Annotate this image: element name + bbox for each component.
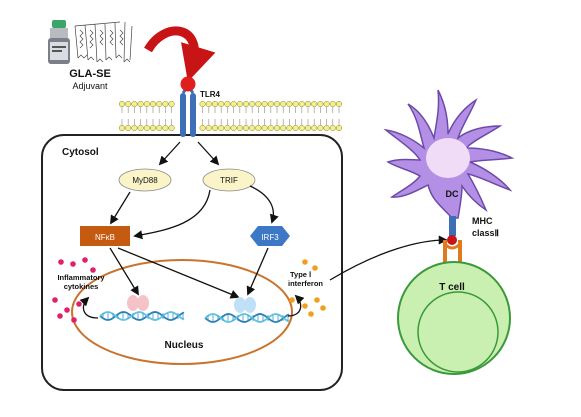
- irf3-label: IRF3: [261, 233, 279, 242]
- arrow-nfkb-to-gene1: [109, 247, 139, 296]
- irf3-dna-complex-icon: [234, 297, 256, 313]
- mhc-label-line2: classⅡ: [472, 228, 499, 238]
- tlr4-label: TLR4: [200, 90, 221, 99]
- myd88-label: MyD88: [132, 176, 158, 185]
- interferon-dots-icon: [289, 259, 326, 317]
- mhc-complex-icon: [443, 235, 462, 262]
- dc-tcr-stem: [449, 216, 456, 236]
- dna-helix-left-icon: [99, 311, 185, 321]
- t-cell-label: T cell: [439, 282, 465, 293]
- adjuvant-name: GLA-SE: [69, 68, 111, 80]
- cytosol-label: Cytosol: [62, 147, 99, 158]
- adjuvant-vial-icon: [48, 20, 70, 64]
- cell-membrane: [118, 100, 343, 132]
- dc-label: DC: [446, 189, 459, 199]
- cytokines-label-line2: cytokines: [64, 282, 99, 291]
- arrow-to-cytokines: [79, 296, 99, 319]
- arrow-tlr4-to-trif: [197, 141, 220, 166]
- tlr4-receptor-icon: [180, 76, 196, 137]
- arrow-nfkb-to-gene2: [117, 247, 240, 299]
- nucleus-outline: [71, 259, 293, 365]
- ligand-binding-arrow: [144, 26, 216, 82]
- irf3-node: IRF3: [250, 226, 290, 246]
- arrow-trif-to-irf3: [249, 185, 279, 224]
- myd88-node: MyD88: [118, 168, 172, 192]
- trif-node: TRIF: [202, 168, 256, 192]
- arrow-myd88-to-nfkb: [110, 191, 131, 225]
- dna-helix-right-icon: [204, 313, 290, 323]
- nucleus-label: Nucleus: [165, 340, 204, 351]
- interferon-label-line1: Type Ⅰ: [290, 270, 311, 279]
- dendritic-cell-icon: [383, 89, 515, 219]
- mhc-label-line1: MHC: [472, 216, 493, 226]
- arrow-tlr4-to-myd88: [158, 141, 181, 166]
- arrow-to-interferon: [287, 294, 305, 317]
- nfkb-node: NFκB: [80, 226, 130, 246]
- lipid-molecule-icon: [74, 21, 133, 63]
- interferon-label-line2: interferon: [288, 279, 323, 288]
- trif-label: TRIF: [220, 176, 238, 185]
- ligand-dot-icon: [180, 76, 196, 92]
- cytokines-label-line1: Inflammatory: [57, 273, 105, 282]
- arrow-irf3-to-gene2: [246, 247, 269, 296]
- arrow-interferon-to-mhc: [329, 235, 448, 281]
- adjuvant-subtitle: Adjuvant: [72, 81, 108, 91]
- cytokine-dots-icon: [52, 257, 96, 323]
- arrow-trif-to-nfkb: [133, 189, 211, 240]
- nfkb-label: NFκB: [95, 233, 115, 242]
- cell-outline: [41, 134, 343, 391]
- t-cell-icon: [397, 261, 511, 375]
- nfkb-dna-complex-icon: [127, 295, 149, 311]
